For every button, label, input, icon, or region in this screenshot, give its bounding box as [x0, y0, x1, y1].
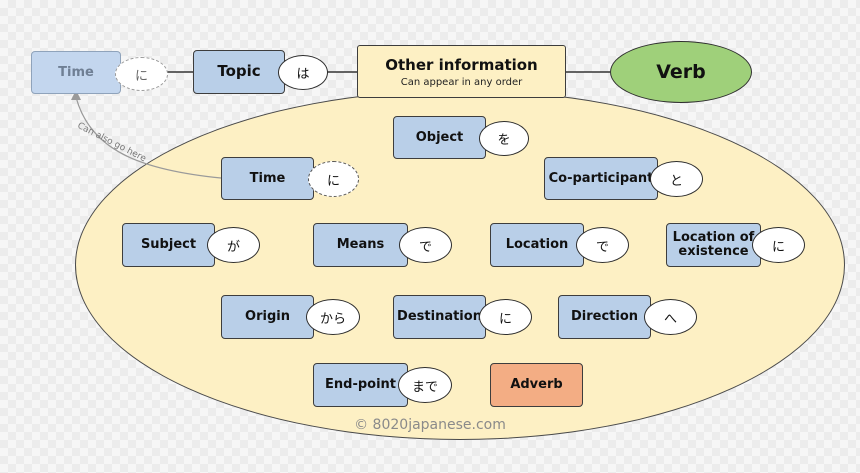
- destination-particle: に: [479, 299, 532, 335]
- time-particle-text: に: [326, 173, 340, 189]
- verb-label: Verb: [656, 61, 706, 83]
- time-top-label: Time: [58, 64, 94, 80]
- direction-particle-text: へ: [663, 311, 677, 327]
- location-label: Location: [505, 237, 569, 253]
- other-information-title: Other information: [385, 55, 538, 74]
- object-box: Object: [393, 116, 486, 159]
- time-box-top: Time: [31, 51, 121, 94]
- end-point-particle-text: まで: [411, 379, 438, 395]
- co-participant-particle-text: と: [669, 173, 683, 189]
- origin-label: Origin: [245, 309, 290, 325]
- means-particle-text: で: [418, 239, 432, 255]
- topic-label: Topic: [217, 62, 261, 81]
- means-label: Means: [336, 237, 385, 253]
- subject-particle: が: [207, 227, 260, 263]
- copyright-text: © 8020japanese.com: [354, 417, 506, 433]
- direction-box: Direction: [558, 295, 651, 339]
- adverb-label: Adverb: [510, 377, 563, 393]
- destination-particle-text: に: [498, 311, 512, 327]
- topic-box: Topic: [193, 50, 285, 94]
- origin-particle-text: から: [319, 311, 346, 327]
- subject-label: Subject: [140, 237, 197, 253]
- time-label: Time: [249, 170, 286, 186]
- destination-label: Destination: [397, 309, 482, 325]
- location-of-existence-box: Location of existence: [666, 223, 761, 267]
- adverb-box: Adverb: [490, 363, 583, 407]
- time-particle: に: [308, 161, 359, 197]
- direction-particle: へ: [644, 299, 697, 335]
- verb-ellipse: Verb: [610, 41, 752, 103]
- direction-label: Direction: [570, 309, 639, 325]
- time-particle-top: に: [115, 57, 168, 91]
- other-information-box: Other information Can appear in any orde…: [357, 45, 566, 98]
- means-box: Means: [313, 223, 408, 267]
- co-participant-particle: と: [650, 161, 703, 197]
- location-of-existence-particle-text: に: [771, 239, 785, 255]
- other-information-subtitle: Can appear in any order: [400, 76, 523, 88]
- destination-box: Destination: [393, 295, 486, 339]
- subject-particle-text: が: [226, 239, 240, 255]
- end-point-label: End-point: [325, 377, 396, 393]
- co-participant-label: Co-participant: [548, 170, 654, 186]
- subject-box: Subject: [122, 223, 215, 267]
- object-particle-text: を: [497, 133, 511, 148]
- topic-particle-text: は: [296, 67, 310, 82]
- location-particle-text: で: [595, 239, 609, 255]
- object-label: Object: [415, 129, 464, 145]
- object-particle: を: [479, 121, 529, 156]
- location-particle: で: [576, 227, 629, 263]
- time-move-arrow: [75, 96, 222, 179]
- co-participant-box: Co-participant: [544, 157, 658, 200]
- location-of-existence-label-line2: existence: [678, 244, 749, 259]
- means-particle: で: [399, 227, 452, 263]
- end-point-particle: まで: [398, 367, 452, 403]
- topic-particle: は: [278, 55, 328, 90]
- location-of-existence-label-line1: Location of: [672, 230, 755, 246]
- time-box: Time: [221, 157, 314, 200]
- origin-particle: から: [306, 299, 360, 335]
- end-point-box: End-point: [313, 363, 408, 407]
- arrow-head: [71, 90, 81, 100]
- location-of-existence-particle: に: [752, 227, 805, 263]
- origin-box: Origin: [221, 295, 314, 339]
- time-top-particle-text: に: [134, 68, 148, 84]
- location-box: Location: [490, 223, 584, 267]
